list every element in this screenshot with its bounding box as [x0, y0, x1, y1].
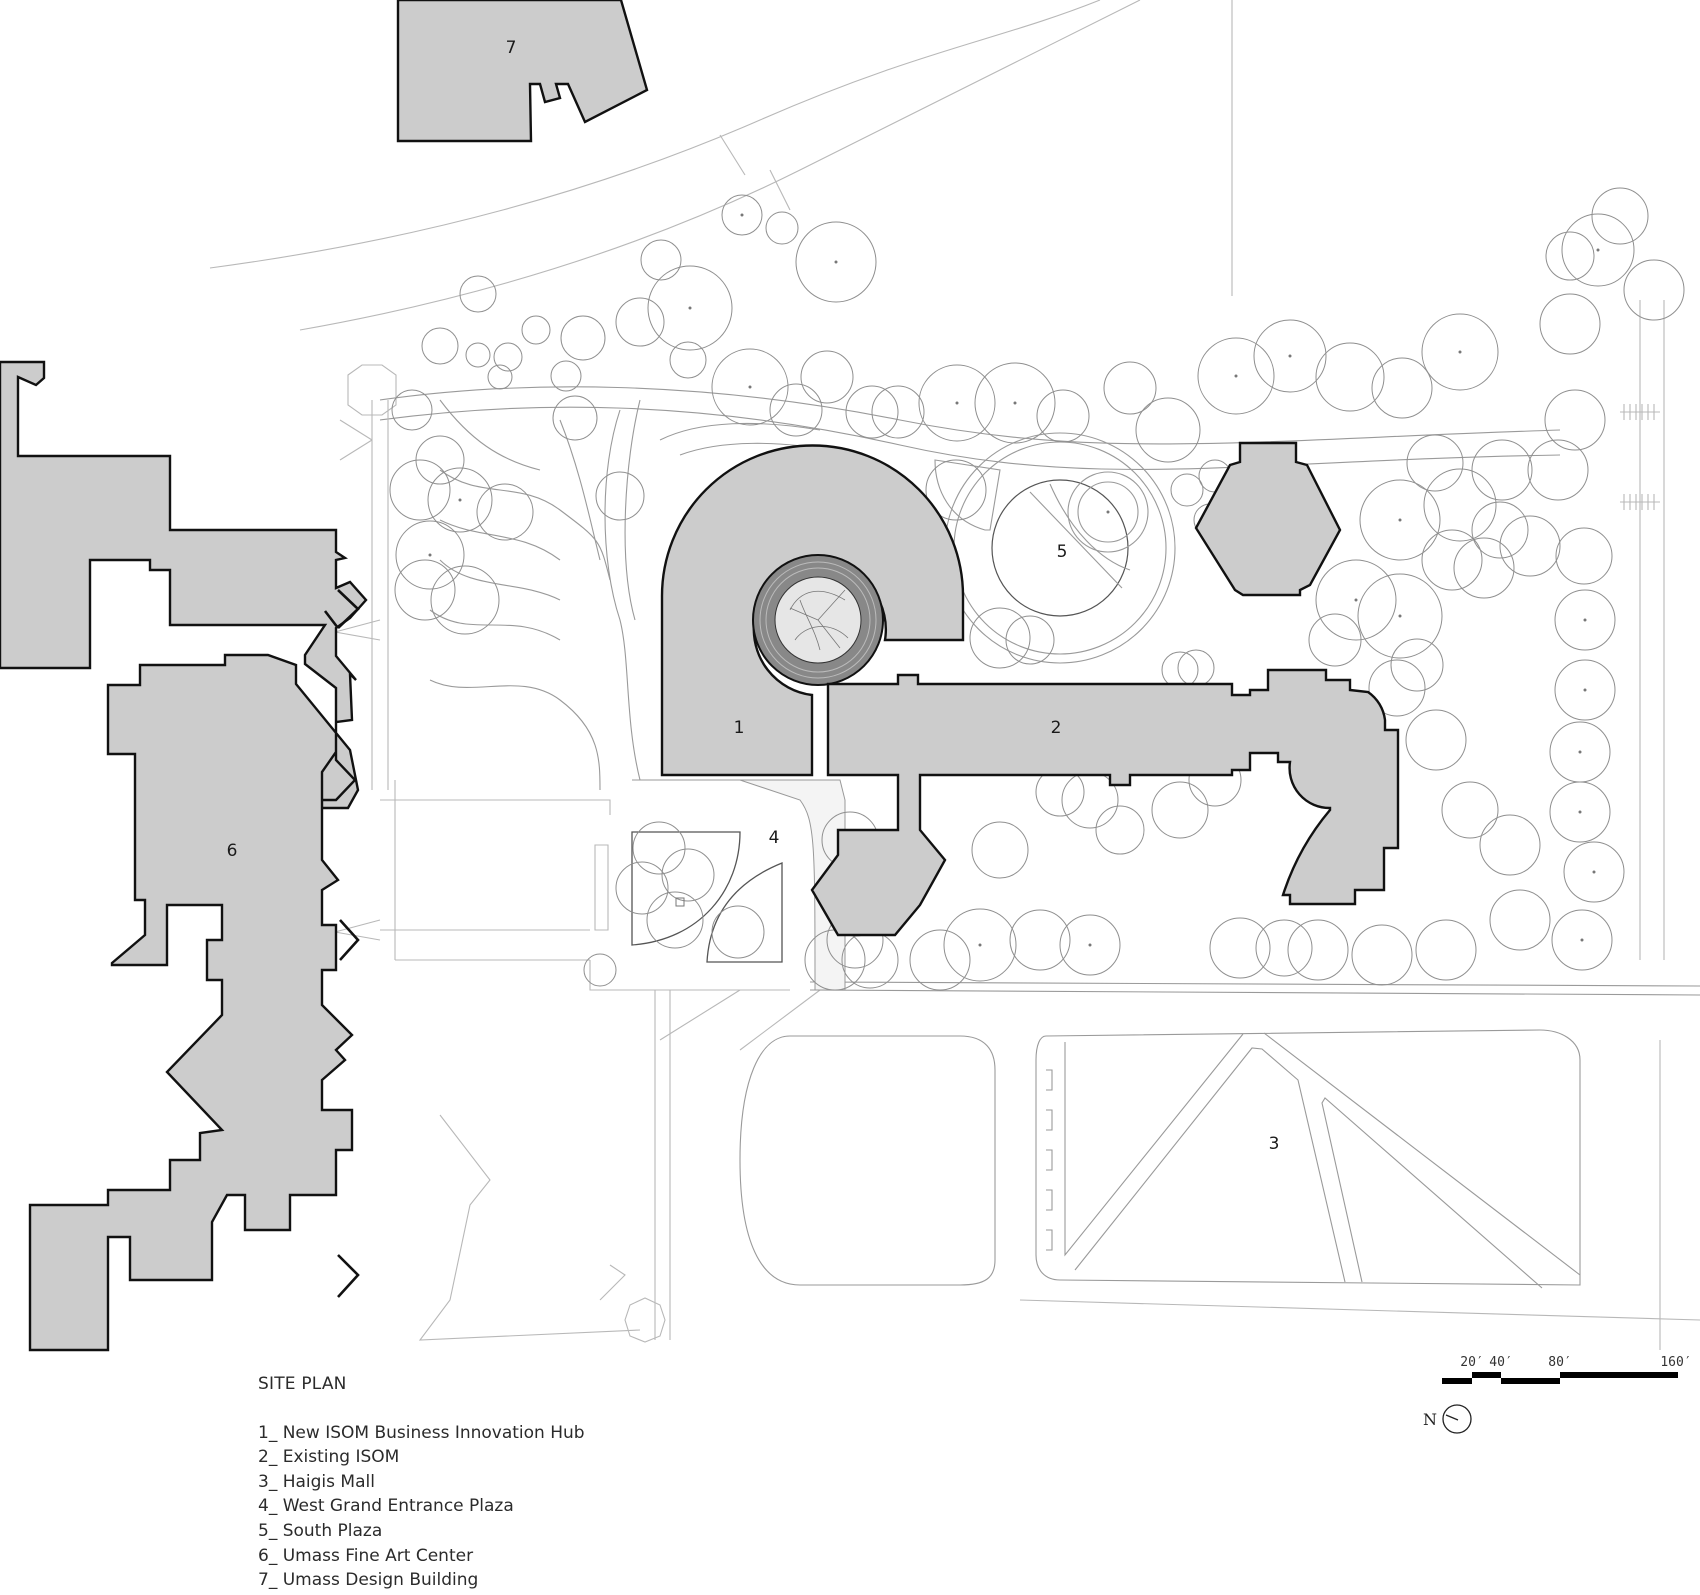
legend-item: 4_ West Grand Entrance Plaza — [258, 1496, 514, 1517]
legend: SITE PLAN 1_ New ISOM Business Innovatio… — [258, 1372, 585, 1593]
scale-tick-160: 160′ — [1660, 1355, 1691, 1370]
haigis-mall-paths — [739, 1029, 1581, 1289]
south-plaza-label: 5 — [1057, 542, 1068, 562]
contour-lines — [429, 399, 841, 791]
road-linework — [209, 0, 1700, 1350]
legend-item: 6_ Umass Fine Art Center — [258, 1545, 474, 1566]
building-1-label: 1 — [734, 718, 745, 738]
south-plaza — [934, 432, 1176, 664]
legend-title: SITE PLAN — [258, 1374, 347, 1394]
building-2-existing-isom — [810, 668, 1400, 937]
plaza-4-label: 4 — [769, 828, 780, 848]
building-2-label: 2 — [1051, 718, 1062, 738]
legend-item: 3_ Haigis Mall — [258, 1471, 375, 1492]
building-6-label: 6 — [227, 841, 238, 861]
legend-item: 1_ New ISOM Business Innovation Hub — [258, 1422, 585, 1443]
building-7-label: 7 — [506, 38, 517, 58]
tree-centers — [428, 213, 1600, 947]
scale-bar: 20′ 40′ 80′ 160′ — [1442, 1355, 1692, 1384]
building-2-north-wing — [1194, 441, 1342, 597]
legend-item: 2_ Existing ISOM — [258, 1447, 400, 1468]
building-6-fine-art-center — [0, 360, 368, 1352]
entry-markers — [323, 589, 360, 1298]
north-arrow-icon: N — [1423, 1404, 1472, 1434]
north-label: N — [1423, 1410, 1437, 1429]
west-grand-entrance-plaza — [594, 779, 846, 991]
legend-item: 5_ South Plaza — [258, 1520, 383, 1541]
legend-item: 7_ Umass Design Building — [258, 1570, 479, 1591]
scale-tick-40: 40′ — [1489, 1355, 1512, 1370]
legend-list: 1_ New ISOM Business Innovation Hub 2_ E… — [258, 1421, 585, 1593]
haigis-mall-label: 3 — [1269, 1134, 1280, 1154]
scale-tick-80: 80′ — [1548, 1355, 1571, 1370]
scale-tick-20: 20′ — [1460, 1355, 1483, 1370]
building-7-umass-design — [396, 0, 649, 143]
tree-canopies — [389, 187, 1685, 991]
